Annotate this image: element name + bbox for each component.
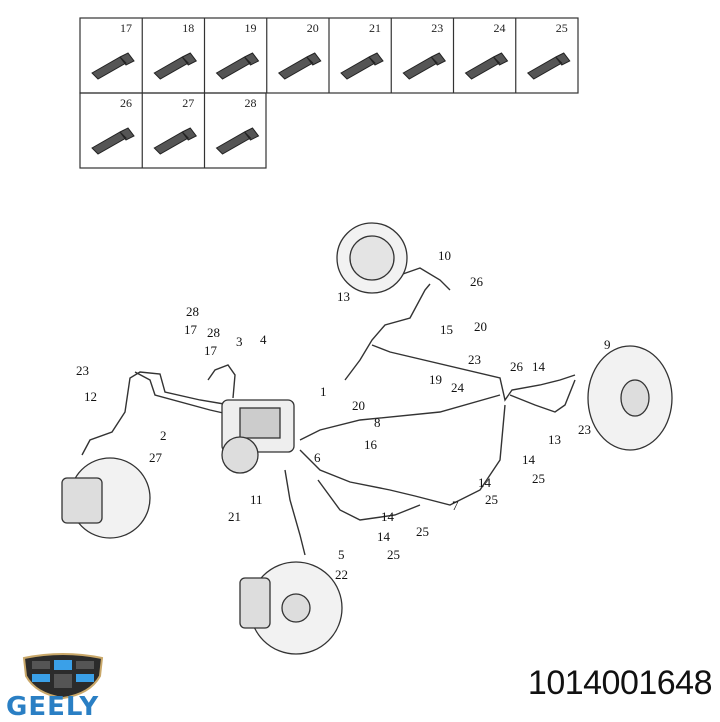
part-cell: 23 (402, 21, 447, 80)
callout-label: 26 (470, 274, 484, 289)
callout-label: 14 (522, 452, 536, 467)
callout-label: 2 (160, 428, 167, 443)
part-cell: 24 (464, 21, 509, 80)
front-left-brake (61, 457, 151, 539)
callout-label: 21 (228, 509, 241, 524)
callout-label: 11 (250, 492, 263, 507)
callout-label: 13 (337, 289, 350, 304)
callout-label: 22 (335, 567, 348, 582)
fastener-icon (277, 52, 322, 80)
callout-label: 20 (474, 319, 487, 334)
fastener-icon (153, 127, 198, 155)
fastener-icon (215, 127, 260, 155)
fastener-icon (402, 52, 447, 80)
part-cell-number: 24 (494, 21, 506, 35)
part-cell-number: 18 (182, 21, 194, 35)
callout-label: 14 (377, 529, 391, 544)
callout-label: 1 (320, 384, 327, 399)
front-right-brake (239, 561, 343, 655)
callout-label: 25 (387, 547, 400, 562)
callout-label: 12 (84, 389, 97, 404)
part-cell: 18 (153, 21, 198, 80)
part-cell-number: 26 (120, 96, 132, 110)
callout-label: 14 (478, 475, 492, 490)
part-cell: 19 (215, 21, 260, 80)
geely-logo-icon (22, 653, 104, 700)
fastener-icon (91, 52, 135, 80)
callout-label: 4 (260, 332, 267, 347)
fastener-icon (340, 52, 384, 80)
part-cell-number: 20 (307, 21, 319, 35)
brake-lines (81, 267, 576, 556)
callout-label: 25 (416, 524, 429, 539)
callout-label: 5 (338, 547, 345, 562)
brand-name: GEELY (6, 692, 100, 722)
fastener-icon (91, 127, 135, 155)
part-cell-number: 19 (245, 21, 257, 35)
part-cell-number: 25 (556, 21, 568, 35)
callout-label: 14 (532, 359, 546, 374)
part-cell-number: 21 (369, 21, 381, 35)
part-cell: 25 (526, 21, 571, 80)
abs-modulator (221, 399, 295, 474)
callout-label: 17 (184, 322, 198, 337)
callout-label: 23 (76, 363, 89, 378)
callout-label: 27 (149, 450, 163, 465)
callout-label: 25 (485, 492, 498, 507)
callout-label: 17 (204, 343, 218, 358)
part-cell: 20 (277, 21, 322, 80)
rear-drum-brake-left (336, 222, 408, 294)
fastener-icon (215, 52, 260, 80)
callout-label: 14 (381, 509, 395, 524)
part-cell: 27 (153, 96, 198, 155)
parts-table (79, 17, 579, 169)
callout-label: 9 (604, 337, 611, 352)
callout-label: 23 (578, 422, 591, 437)
callout-label: 8 (374, 415, 381, 430)
callout-label: 16 (364, 437, 378, 452)
part-cell-number: 27 (182, 96, 194, 110)
callout-label: 20 (352, 398, 365, 413)
callout-label: 25 (532, 471, 545, 486)
part-cell: 21 (340, 21, 384, 80)
part-cell-number: 23 (431, 21, 443, 35)
callout-label: 13 (548, 432, 561, 447)
callout-label: 28 (186, 304, 199, 319)
callout-label: 10 (438, 248, 451, 263)
part-cell-number: 28 (245, 96, 257, 110)
fastener-icon (526, 52, 571, 80)
part-cell: 28 (215, 96, 260, 155)
rear-drum-brake-right (587, 345, 673, 451)
fastener-icon (464, 52, 509, 80)
callout-label: 7 (452, 498, 459, 513)
callout-label: 6 (314, 450, 321, 465)
callout-label: 3 (236, 334, 243, 349)
part-number: 1014001648 (527, 664, 713, 702)
callout-label: 24 (451, 380, 465, 395)
callout-label: 26 (510, 359, 524, 374)
fastener-icon (153, 52, 198, 80)
part-cell-number: 17 (120, 21, 132, 35)
part-cell: 17 (91, 21, 135, 80)
callout-label: 15 (440, 322, 453, 337)
part-cell: 26 (91, 96, 135, 155)
callout-label: 28 (207, 325, 220, 340)
callout-label: 19 (429, 372, 442, 387)
callout-label: 23 (468, 352, 481, 367)
